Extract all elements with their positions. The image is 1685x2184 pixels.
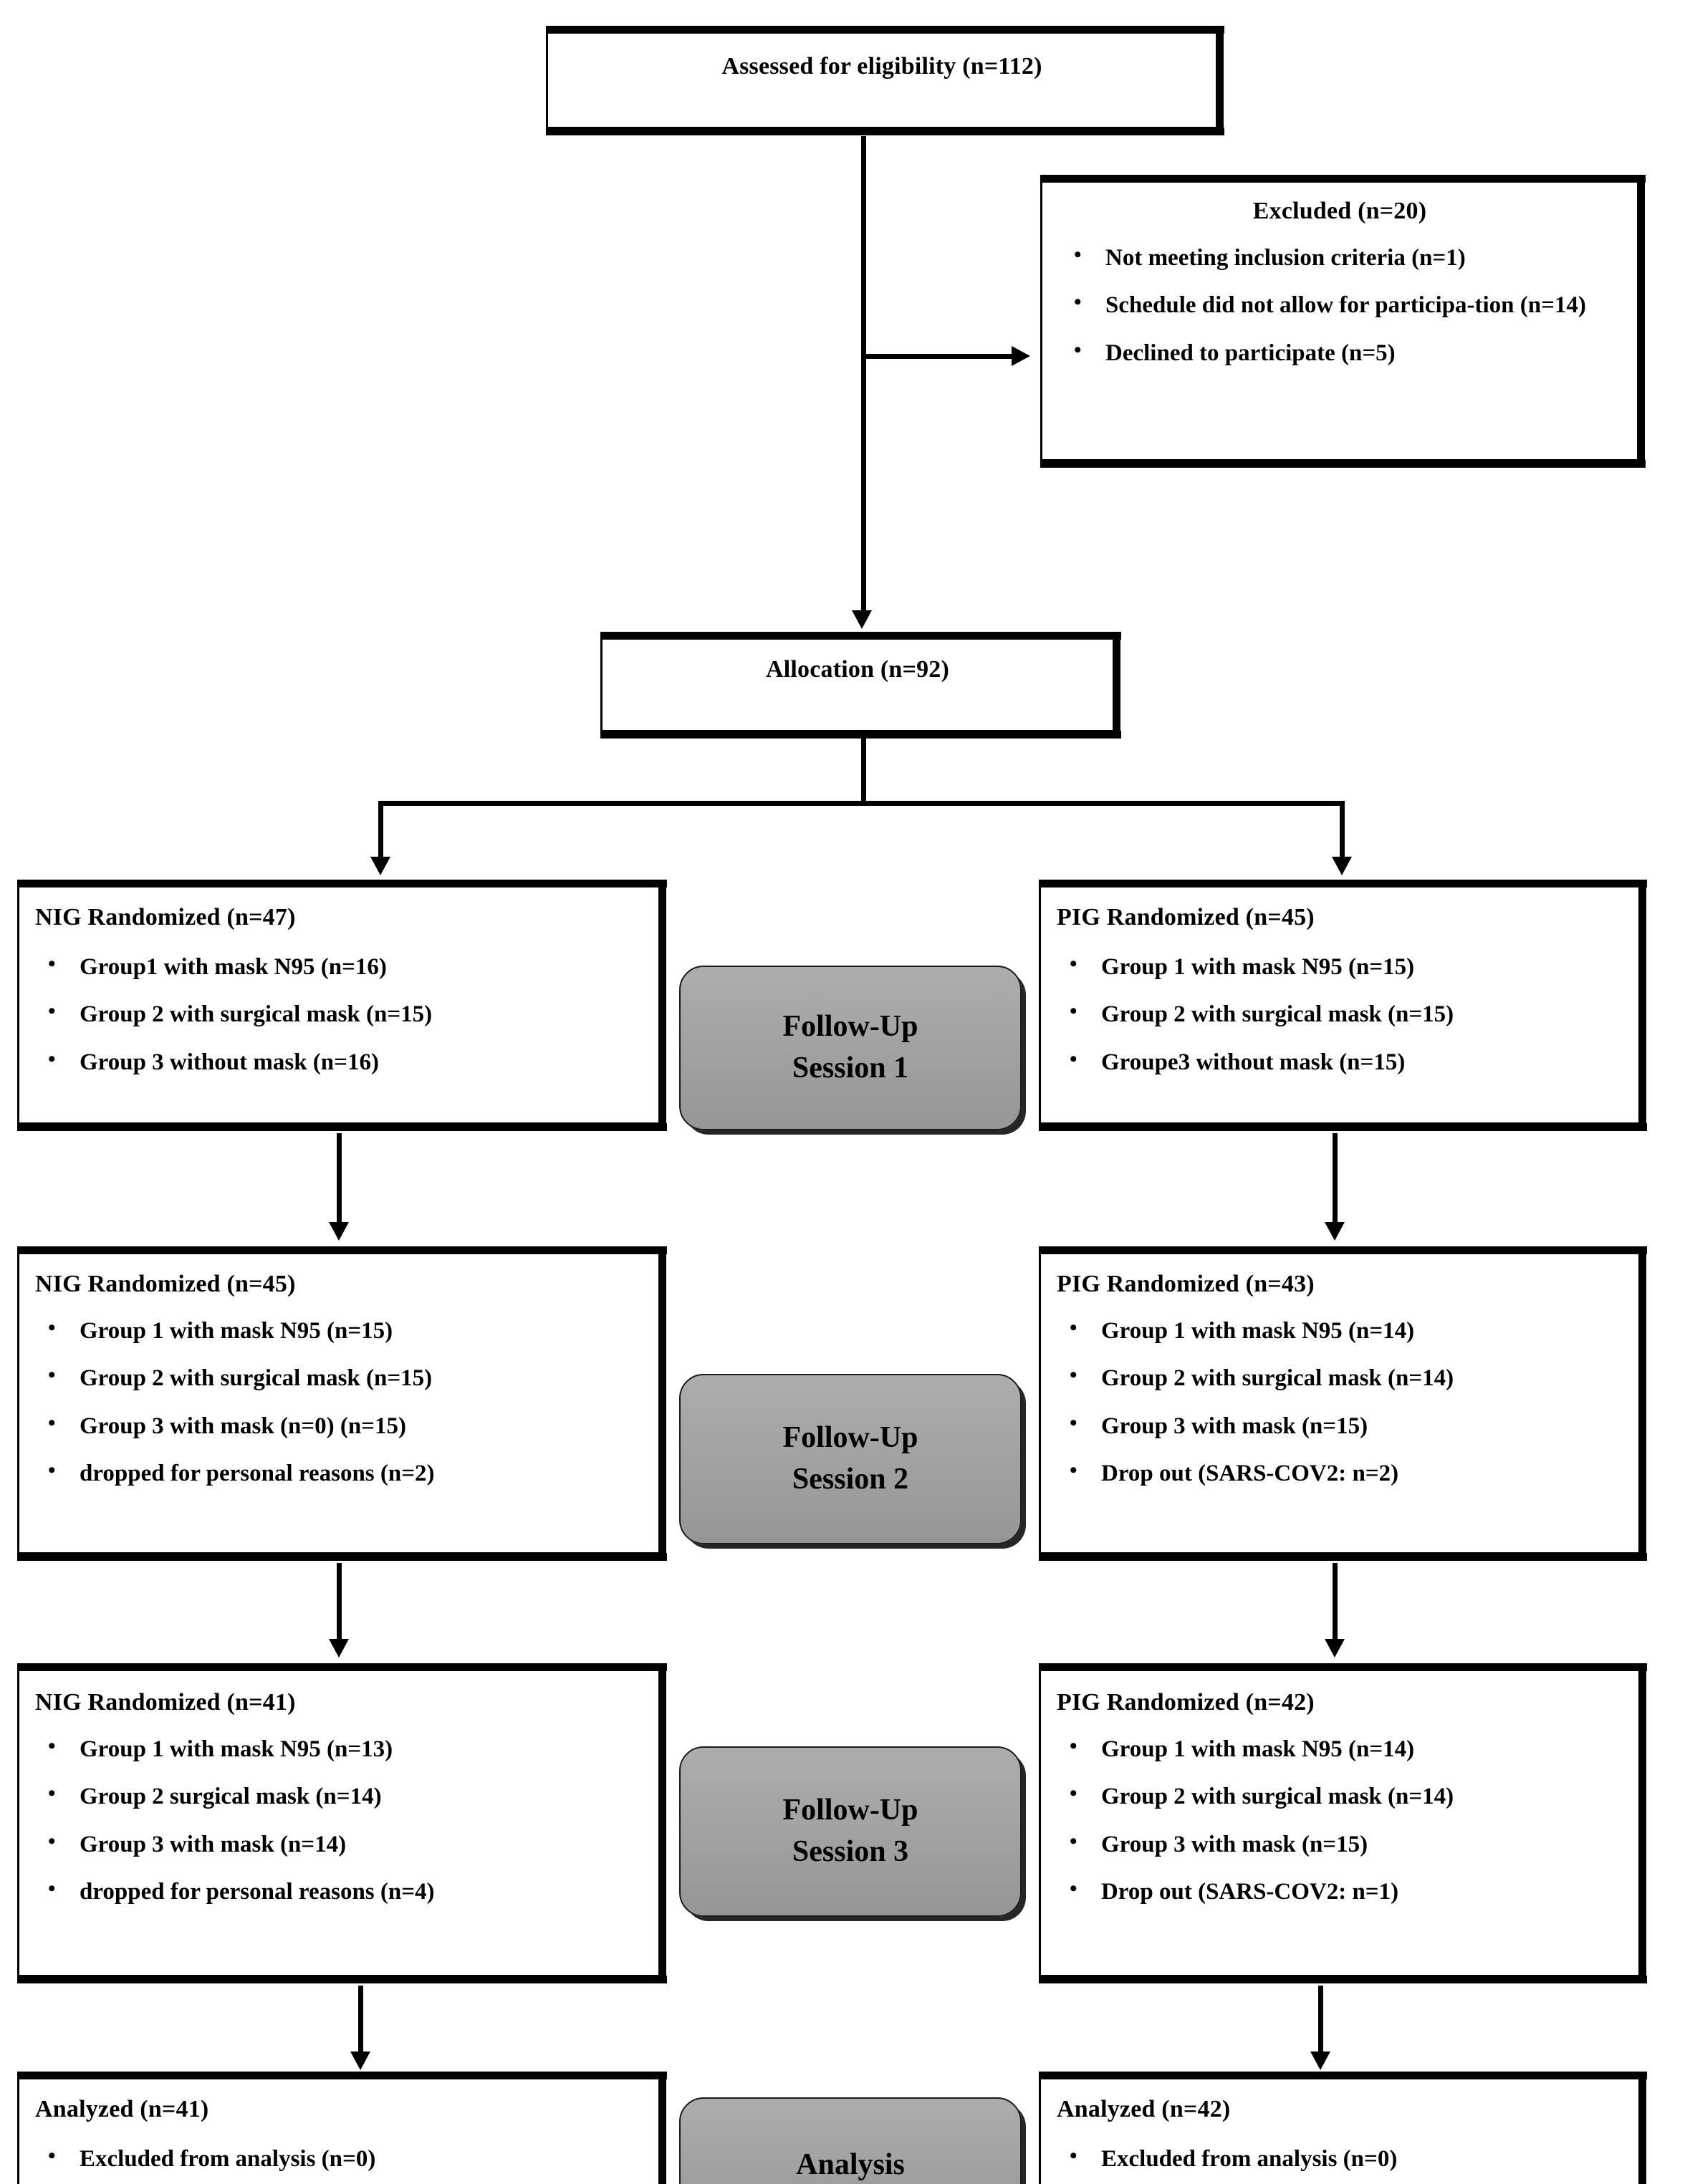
connector-nig-s1-to-s2	[337, 1133, 342, 1225]
connector-assessed-to-allocation	[861, 136, 866, 612]
list-item: Group 2 with surgical mask (n=15)	[35, 999, 641, 1029]
list-item: Group 1 with mask N95 (n=14)	[1057, 1315, 1626, 1345]
nig-s1-title: NIG Randomized (n=47)	[35, 904, 296, 930]
list-item: Group 3 with mask (n=15)	[1057, 1829, 1626, 1859]
list-item: Excluded from analysis (n=0)	[1057, 2143, 1626, 2173]
list-item: Declined to participate (n=5)	[1061, 337, 1618, 367]
list-item: Not meeting inclusion criteria (n=1)	[1061, 242, 1618, 272]
allocation-title: Allocation (n=92)	[765, 656, 950, 683]
list-item: Group 2 with surgical mask (n=15)	[1057, 999, 1626, 1029]
stage-label-analysis: Analysis	[679, 2097, 1022, 2184]
box-analyzed-left: Analyzed (n=41) Excluded from analysis (…	[17, 2072, 667, 2184]
list-item: Excluded from analysis (n=0)	[35, 2143, 641, 2173]
connector-nig-s2-to-s3	[337, 1563, 342, 1642]
connector-allocation-down	[861, 738, 866, 804]
list-item: Group 1 with mask N95 (n=14)	[1057, 1733, 1626, 1764]
stage-label-followup-session-1: Follow-Up Session 1	[679, 966, 1022, 1130]
list-item: Group 1 with mask N95 (n=15)	[35, 1315, 641, 1345]
box-allocation: Allocation (n=92)	[600, 632, 1121, 739]
list-item: Group 3 without mask (n=16)	[35, 1047, 641, 1077]
nig-s2-title: NIG Randomized (n=45)	[35, 1271, 296, 1297]
nig-s1-list: Group1 with mask N95 (n=16) Group 2 with…	[35, 951, 641, 1077]
box-analyzed-right: Analyzed (n=42) Excluded from analysis (…	[1039, 2072, 1647, 2184]
arrow-into-pig-session2	[1325, 1222, 1345, 1241]
arrow-into-pig-session1	[1332, 857, 1352, 875]
analyzed-left-list: Excluded from analysis (n=0)	[35, 2143, 641, 2173]
box-pig-randomized-session1: PIG Randomized (n=45) Group 1 with mask …	[1039, 880, 1647, 1131]
assessed-title: Assessed for eligibility (n=112)	[721, 53, 1042, 80]
arrow-into-nig-session1	[370, 857, 390, 875]
list-item: Schedule did not allow for participa-tio…	[1061, 289, 1618, 319]
pig-s3-title: PIG Randomized (n=42)	[1057, 1689, 1315, 1716]
box-nig-randomized-session1: NIG Randomized (n=47) Group1 with mask N…	[17, 880, 667, 1131]
followup3-line1: Follow-Up	[782, 1794, 918, 1827]
list-item: Group 3 with mask (n=15)	[1057, 1410, 1626, 1440]
followup2-line2: Session 2	[792, 1463, 909, 1496]
connector-pig-s2-to-s3	[1333, 1563, 1338, 1642]
list-item: Group 3 with mask (n=14)	[35, 1829, 641, 1859]
pig-s1-title: PIG Randomized (n=45)	[1057, 904, 1315, 930]
box-excluded: Excluded (n=20) Not meeting inclusion cr…	[1040, 175, 1646, 468]
list-item: Group 1 with mask N95 (n=13)	[35, 1733, 641, 1764]
box-nig-randomized-session2: NIG Randomized (n=45) Group 1 with mask …	[17, 1246, 667, 1561]
connector-allocation-right-drop	[1340, 801, 1345, 860]
list-item: Drop out (SARS-COV2: n=2)	[1057, 1458, 1626, 1488]
excluded-list: Not meeting inclusion criteria (n=1) Sch…	[1061, 242, 1618, 367]
box-nig-randomized-session3: NIG Randomized (n=41) Group 1 with mask …	[17, 1663, 667, 1983]
followup2-text: Follow-Up Session 2	[783, 1418, 918, 1501]
analyzed-right-title: Analyzed (n=42)	[1057, 2096, 1231, 2122]
list-item: dropped for personal reasons (n=2)	[35, 1458, 641, 1488]
stage-label-followup-session-3: Follow-Up Session 3	[679, 1746, 1022, 1917]
arrow-into-nig-session3	[329, 1639, 349, 1658]
pig-s2-title: PIG Randomized (n=43)	[1057, 1271, 1315, 1297]
analysis-text: Analysis	[796, 2148, 905, 2182]
list-item: Drop out (SARS-COV2: n=1)	[1057, 1876, 1626, 1906]
pig-s2-list: Group 1 with mask N95 (n=14) Group 2 wit…	[1057, 1315, 1626, 1488]
connector-pig-s1-to-s2	[1333, 1133, 1338, 1225]
list-item: Group1 with mask N95 (n=16)	[35, 951, 641, 981]
nig-s2-list: Group 1 with mask N95 (n=15) Group 2 wit…	[35, 1315, 641, 1488]
list-item: Group 2 with surgical mask (n=15)	[35, 1362, 641, 1392]
list-item: Group 2 with surgical mask (n=14)	[1057, 1781, 1626, 1811]
connector-allocation-left-drop	[378, 801, 383, 860]
box-pig-randomized-session2: PIG Randomized (n=43) Group 1 with mask …	[1039, 1246, 1647, 1561]
followup3-line2: Session 3	[792, 1835, 909, 1868]
analyzed-right-list: Excluded from analysis (n=0)	[1057, 2143, 1626, 2173]
list-item: Group 2 with surgical mask (n=14)	[1057, 1362, 1626, 1392]
excluded-title: Excluded (n=20)	[1252, 198, 1427, 224]
followup1-text: Follow-Up Session 1	[783, 1006, 918, 1089]
nig-s3-list: Group 1 with mask N95 (n=13) Group 2 sur…	[35, 1733, 641, 1906]
stage-label-followup-session-2: Follow-Up Session 2	[679, 1374, 1022, 1544]
list-item: Group 2 surgical mask (n=14)	[35, 1781, 641, 1811]
arrow-into-excluded	[1012, 346, 1030, 366]
arrow-into-nig-session2	[329, 1222, 349, 1241]
connector-pig-s3-to-analyzed	[1318, 1986, 1323, 2054]
followup1-line2: Session 1	[792, 1052, 909, 1084]
followup2-line1: Follow-Up	[782, 1421, 918, 1455]
followup3-text: Follow-Up Session 3	[783, 1790, 918, 1873]
arrow-into-pig-session3	[1325, 1639, 1345, 1658]
list-item: dropped for personal reasons (n=4)	[35, 1876, 641, 1906]
connector-to-excluded	[864, 354, 1014, 359]
box-assessed-for-eligibility: Assessed for eligibility (n=112)	[546, 26, 1224, 135]
nig-s3-title: NIG Randomized (n=41)	[35, 1689, 296, 1716]
connector-nig-s3-to-analyzed	[358, 1986, 363, 2054]
arrow-into-analyzed-right	[1310, 2051, 1330, 2070]
pig-s3-list: Group 1 with mask N95 (n=14) Group 2 wit…	[1057, 1733, 1626, 1906]
list-item: Group 1 with mask N95 (n=15)	[1057, 951, 1626, 981]
analyzed-left-title: Analyzed (n=41)	[35, 2096, 209, 2122]
followup1-line1: Follow-Up	[782, 1010, 918, 1044]
list-item: Groupe3 without mask (n=15)	[1057, 1047, 1626, 1077]
arrow-into-analyzed-left	[350, 2051, 370, 2070]
list-item: Group 3 with mask (n=0) (n=15)	[35, 1410, 641, 1440]
box-pig-randomized-session3: PIG Randomized (n=42) Group 1 with mask …	[1039, 1663, 1647, 1983]
pig-s1-list: Group 1 with mask N95 (n=15) Group 2 wit…	[1057, 951, 1626, 1077]
arrow-into-allocation	[852, 610, 872, 629]
connector-allocation-split	[378, 801, 1344, 806]
